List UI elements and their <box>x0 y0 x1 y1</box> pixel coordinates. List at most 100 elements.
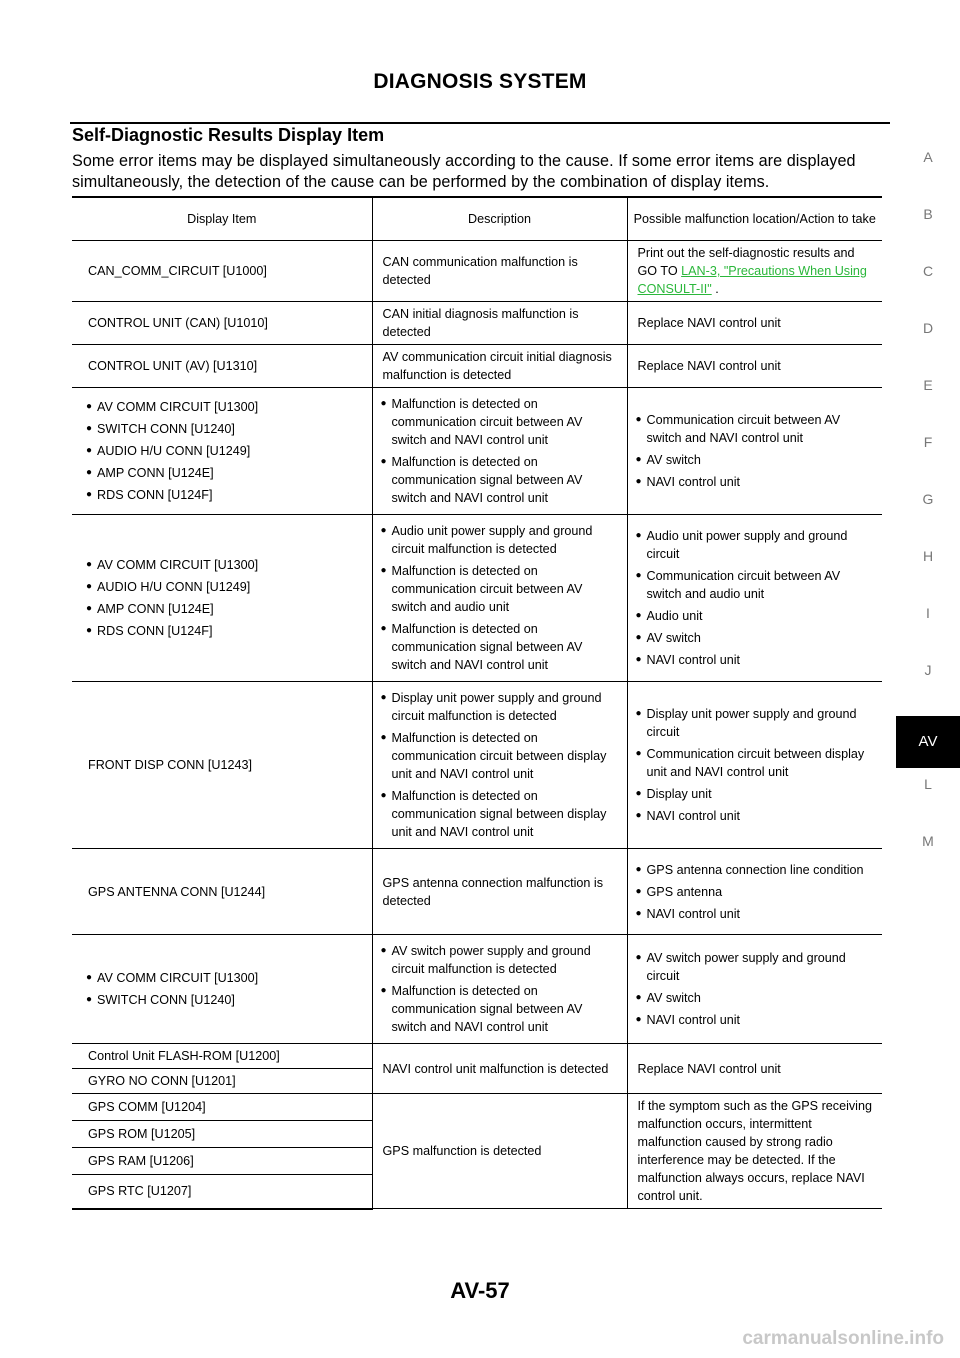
display-item-cell: AV COMM CIRCUIT [U1300] SWITCH CONN [U12… <box>72 387 372 515</box>
table-row: CONTROL UNIT (CAN) [U1010] CAN initial d… <box>72 301 882 345</box>
action-list: Communication circuit between AV switch … <box>636 411 875 491</box>
table-row: CONTROL UNIT (AV) [U1310] AV communicati… <box>72 344 882 388</box>
action-cell: Replace NAVI control unit <box>626 344 882 388</box>
list-item: AV switch power supply and ground circui… <box>636 949 875 985</box>
action-cell: Print out the self-diagnostic results an… <box>626 240 882 302</box>
list-item: SWITCH CONN [U1240] <box>86 420 364 438</box>
side-index-j[interactable]: J <box>924 662 932 678</box>
side-index-l[interactable]: L <box>924 776 932 792</box>
section-title: Self-Diagnostic Results Display Item <box>72 125 385 145</box>
side-index-h[interactable]: H <box>922 548 934 564</box>
display-item-cell: GPS COMM [U1204] <box>72 1093 372 1121</box>
action-list: Audio unit power supply and ground circu… <box>636 527 875 669</box>
header-description: Description <box>371 197 627 241</box>
action-cell: If the symptom such as the GPS receiving… <box>626 1093 882 1209</box>
list-item: NAVI control unit <box>636 905 875 923</box>
side-index-e[interactable]: E <box>923 377 933 393</box>
table-header-row: Display Item Description Possible malfun… <box>72 197 882 241</box>
list-item: RDS CONN [U124F] <box>86 622 364 640</box>
reference-link[interactable]: LAN-3, "Precautions When Using CONSULT-I… <box>637 264 867 296</box>
header-display-item: Display Item <box>72 197 372 241</box>
list-item: NAVI control unit <box>636 1011 875 1029</box>
side-index-tabs: A B C D E F G H I J AV L M <box>896 140 960 881</box>
table-row: GPS RTC [U1207] <box>72 1174 882 1210</box>
list-item: AMP CONN [U124E] <box>86 600 364 618</box>
list-item: Audio unit <box>636 607 875 625</box>
side-index-i[interactable]: I <box>926 605 930 621</box>
display-item-cell: CONTROL UNIT (AV) [U1310] <box>72 344 372 388</box>
page-number: AV-57 <box>450 1278 510 1303</box>
table-row: AV COMM CIRCUIT [U1300] SWITCH CONN [U12… <box>72 934 882 1044</box>
table-row: AV COMM CIRCUIT [U1300] AUDIO H/U CONN [… <box>72 514 882 682</box>
list-item: Malfunction is detected on communication… <box>381 453 619 507</box>
display-item-cell: AV COMM CIRCUIT [U1300] SWITCH CONN [U12… <box>72 934 372 1044</box>
display-item-list: AV COMM CIRCUIT [U1300] SWITCH CONN [U12… <box>86 969 364 1009</box>
list-item: GPS antenna connection line condition <box>636 861 875 879</box>
list-item: Malfunction is detected on communication… <box>381 620 619 674</box>
diagnostic-table: Display Item Description Possible malfun… <box>72 196 882 1210</box>
description-cell: AV switch power supply and ground circui… <box>371 934 627 1044</box>
side-index-d[interactable]: D <box>922 320 934 336</box>
display-item-cell: FRONT DISP CONN [U1243] <box>72 681 372 849</box>
description-cell: GPS malfunction is detected <box>371 1093 627 1209</box>
list-item: NAVI control unit <box>636 473 875 491</box>
watermark: carmanualsonline.info <box>742 1328 944 1349</box>
description-cell: AV communication circuit initial diagnos… <box>371 344 627 388</box>
table-row: GPS RAM [U1206] <box>72 1147 882 1175</box>
intro-paragraph: Some error items may be displayed simult… <box>72 152 856 191</box>
table-row: AV COMM CIRCUIT [U1300] SWITCH CONN [U12… <box>72 387 882 515</box>
side-index-m[interactable]: M <box>922 833 934 849</box>
display-item-cell: GPS RAM [U1206] <box>72 1147 372 1175</box>
display-item-cell: CAN_COMM_CIRCUIT [U1000] <box>72 240 372 302</box>
list-item: AMP CONN [U124E] <box>86 464 364 482</box>
description-cell: NAVI control unit malfunction is detecte… <box>371 1043 627 1094</box>
list-item: Display unit <box>636 785 875 803</box>
list-item: Communication circuit between display un… <box>636 745 875 781</box>
title-rule <box>70 122 890 124</box>
list-item: AUDIO H/U CONN [U1249] <box>86 442 364 460</box>
table-row: CAN_COMM_CIRCUIT [U1000] CAN communicati… <box>72 240 882 302</box>
table-row: GPS ROM [U1205] <box>72 1120 882 1148</box>
list-item: SWITCH CONN [U1240] <box>86 991 364 1009</box>
list-item: AV switch power supply and ground circui… <box>381 942 619 978</box>
display-item-cell: GPS RTC [U1207] <box>72 1174 372 1210</box>
side-index-c[interactable]: C <box>922 263 934 279</box>
list-item: Malfunction is detected on communication… <box>381 982 619 1036</box>
list-item: Display unit power supply and ground cir… <box>381 689 619 725</box>
display-item-list: AV COMM CIRCUIT [U1300] SWITCH CONN [U12… <box>86 398 364 504</box>
table-row: FRONT DISP CONN [U1243] Display unit pow… <box>72 681 882 849</box>
description-list: Display unit power supply and ground cir… <box>381 689 619 841</box>
list-item: Malfunction is detected on communication… <box>381 395 619 449</box>
display-item-cell: AV COMM CIRCUIT [U1300] AUDIO H/U CONN [… <box>72 514 372 682</box>
page-header: DIAGNOSIS SYSTEM <box>373 70 587 93</box>
action-list: GPS antenna connection line condition GP… <box>636 861 875 923</box>
action-cell: AV switch power supply and ground circui… <box>626 934 882 1044</box>
list-item: AV switch <box>636 629 875 647</box>
action-list: AV switch power supply and ground circui… <box>636 949 875 1029</box>
side-index-av-active[interactable]: AV <box>896 716 960 768</box>
list-item: Communication circuit between AV switch … <box>636 567 875 603</box>
list-item: AV COMM CIRCUIT [U1300] <box>86 398 364 416</box>
action-cell: GPS antenna connection line condition GP… <box>626 848 882 935</box>
action-suffix: . <box>711 282 719 296</box>
description-list: Audio unit power supply and ground circu… <box>381 522 619 674</box>
action-cell: Replace NAVI control unit <box>626 1043 882 1094</box>
table-row: Control Unit FLASH-ROM [U1200] NAVI cont… <box>72 1043 882 1094</box>
list-item: NAVI control unit <box>636 807 875 825</box>
list-item: AV COMM CIRCUIT [U1300] <box>86 969 364 987</box>
description-cell: CAN communication malfunction is detecte… <box>371 240 627 302</box>
side-index-g[interactable]: G <box>922 491 934 507</box>
action-cell: Communication circuit between AV switch … <box>626 387 882 515</box>
side-index-b[interactable]: B <box>923 206 933 222</box>
description-cell: Audio unit power supply and ground circu… <box>371 514 627 682</box>
table-row: GYRO NO CONN [U1201] <box>72 1068 882 1094</box>
side-index-f[interactable]: F <box>923 434 933 450</box>
list-item: Audio unit power supply and ground circu… <box>636 527 875 563</box>
display-item-cell: Control Unit FLASH-ROM [U1200] <box>72 1043 372 1069</box>
list-item: NAVI control unit <box>636 651 875 669</box>
description-cell: Malfunction is detected on communication… <box>371 387 627 515</box>
description-cell: Display unit power supply and ground cir… <box>371 681 627 849</box>
description-cell: GPS antenna connection malfunction is de… <box>371 848 627 935</box>
list-item: Display unit power supply and ground cir… <box>636 705 875 741</box>
side-index-a[interactable]: A <box>923 149 933 165</box>
